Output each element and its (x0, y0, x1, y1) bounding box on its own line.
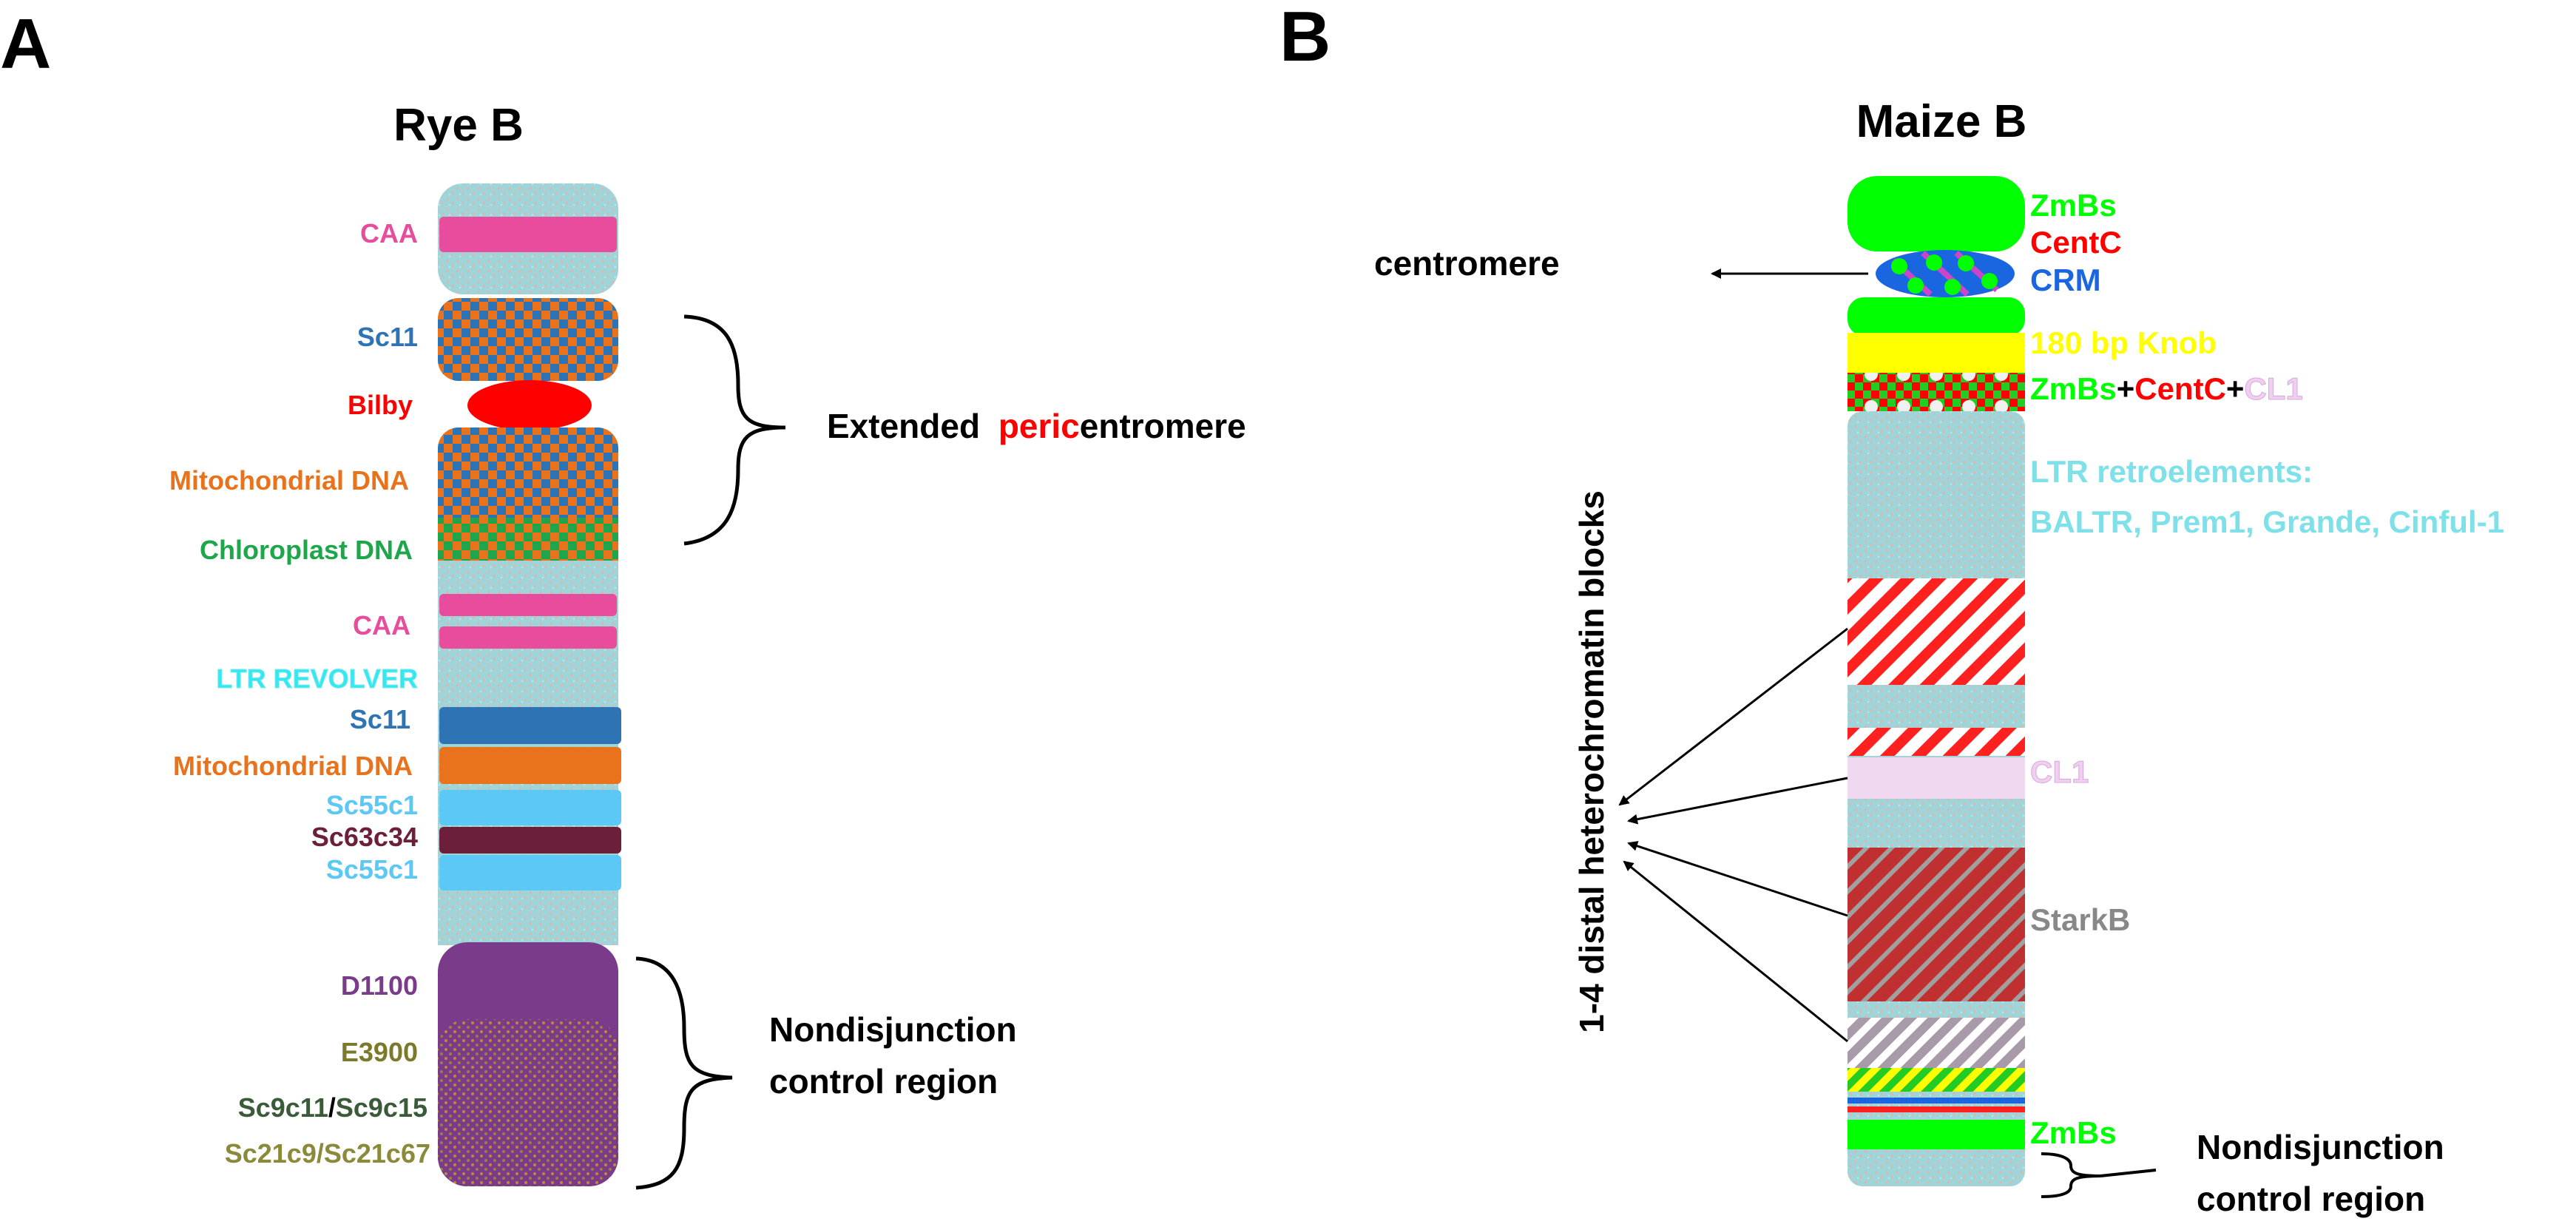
label-bilby: Bilby (348, 390, 413, 420)
sc11-mid-band (439, 707, 621, 744)
label-sc55c1-b: Sc55c1 (326, 854, 418, 885)
peri-post: entromere (1080, 407, 1246, 445)
mix-band (1848, 373, 2025, 411)
peri-red: peric (998, 407, 1080, 445)
label-caa-top: CAA (360, 218, 418, 249)
green-yellow-stripe-band (1848, 1068, 2025, 1092)
panel-b-letter: B (1279, 0, 1331, 76)
knob-band (1848, 333, 2025, 373)
label-sc55c1-a: Sc55c1 (326, 790, 418, 820)
label-crm: CRM (2030, 263, 2101, 297)
label-centc: CentC (2030, 225, 2122, 260)
centc-dot (1891, 258, 1907, 274)
label-sc9c15: Sc9c15 (336, 1092, 427, 1123)
distal-arrow-2 (1627, 777, 1848, 825)
label-caa-mid: CAA (353, 610, 410, 640)
distal-blocks-label: 1-4 distal heterochromatin blocks (1572, 490, 1611, 1033)
sc55c1-band-b (439, 855, 621, 890)
label-mix-plus-2: + (2226, 371, 2245, 406)
centc-dot (1958, 255, 1974, 271)
centc-dot (1981, 273, 1998, 289)
panel-a-letter: A (0, 4, 51, 84)
label-cl1: CL1 (2030, 754, 2089, 789)
nondisjunction-b-tick (2100, 1169, 2157, 1177)
red-stripe-block-2 (1848, 728, 2025, 756)
maize-b-chromosome (1848, 176, 2025, 1186)
label-mix-cl1: CL1 (2244, 371, 2302, 406)
thin-red-band (1848, 1106, 2025, 1112)
label-mito-top: Mitochondrial DNA (169, 465, 409, 496)
label-knob: 180 bp Knob (2030, 325, 2217, 360)
distal-arrow-4 (1623, 860, 1848, 1043)
bilby-centromere (467, 380, 592, 430)
pericentromere-brace (683, 314, 786, 546)
panel-b-title: Maize B (1856, 96, 2027, 147)
thin-blue-band (1848, 1098, 2025, 1103)
label-starkb: StarkB (2030, 902, 2130, 937)
label-sc21: Sc21c9/Sc21c67 (225, 1138, 430, 1169)
centc-dot (1944, 279, 1961, 295)
sc55c1-band-a (439, 790, 621, 825)
label-sc9c: Sc9c11/Sc9c15 (238, 1092, 427, 1123)
panel-a-title: Rye B (393, 100, 524, 151)
cl1-block (1848, 757, 2025, 799)
nondisjunction-a-line2: control region (769, 1062, 998, 1101)
sc11-top-block (438, 298, 618, 381)
peri-pre: Extended (827, 407, 990, 445)
nondisjunction-brace-b (2041, 1152, 2101, 1198)
label-zmbs-bottom: ZmBs (2030, 1115, 2117, 1150)
distal-arrow-3 (1627, 841, 1848, 917)
label-sc11-top: Sc11 (357, 322, 418, 352)
label-sc11-mid: Sc11 (350, 704, 410, 734)
nondisjunction-a-line1: Nondisjunction (769, 1010, 1017, 1049)
label-mito-mid: Mitochondrial DNA (173, 751, 413, 781)
label-zmbs-top: ZmBs (2030, 188, 2117, 223)
label-slash: / (328, 1092, 336, 1123)
nondisjunction-b-line2: control region (2197, 1180, 2425, 1218)
centc-dot (1926, 254, 1942, 271)
caa-top-band (439, 217, 617, 252)
label-sc9c11: Sc9c11 (238, 1092, 328, 1123)
zmbs-top-block (1848, 176, 2025, 251)
zmbs-below-centromere (1848, 297, 2025, 336)
label-chloroplast: Chloroplast DNA (200, 535, 413, 565)
pericentromere-label: Extended pericentromere (827, 407, 1246, 445)
sc63c34-band (439, 827, 621, 854)
starkb-block (1848, 848, 2025, 1001)
nondisjunction-brace-a (635, 956, 733, 1190)
label-mix-plus-1: + (2117, 371, 2135, 406)
chloroplast-block (438, 518, 618, 561)
zmbs-bottom-band (1848, 1120, 2025, 1149)
label-sc63c34: Sc63c34 (311, 822, 418, 852)
e3900-block (438, 1019, 618, 1186)
nondisjunction-b-line1: Nondisjunction (2197, 1128, 2444, 1166)
label-mix-zmbs: ZmBs (2030, 371, 2117, 406)
grey-stripe-block (1848, 1018, 2025, 1068)
caa-mid-band-1 (439, 594, 617, 616)
centc-dot (1907, 277, 1924, 294)
label-mix: ZmBs+CentC+CL1 (2030, 371, 2303, 406)
centromere-label: centromere (1374, 244, 1560, 283)
label-ltr-line1: LTR retroelements: (2030, 454, 2313, 489)
label-ltr-revolver: LTR REVOLVER (216, 663, 418, 694)
label-ltr-line2: BALTR, Prem1, Grande, Cinful-1 (2030, 504, 2504, 539)
rye-b-chromosome (438, 183, 621, 1186)
label-e3900: E3900 (341, 1037, 418, 1067)
caa-mid-band-2 (439, 626, 617, 649)
mito-mid-band (439, 747, 621, 784)
label-mix-centc: CentC (2134, 371, 2226, 406)
label-d1100: D1100 (341, 970, 418, 1001)
red-stripe-block-1 (1848, 578, 2025, 685)
distal-arrow-1 (1618, 627, 1848, 806)
